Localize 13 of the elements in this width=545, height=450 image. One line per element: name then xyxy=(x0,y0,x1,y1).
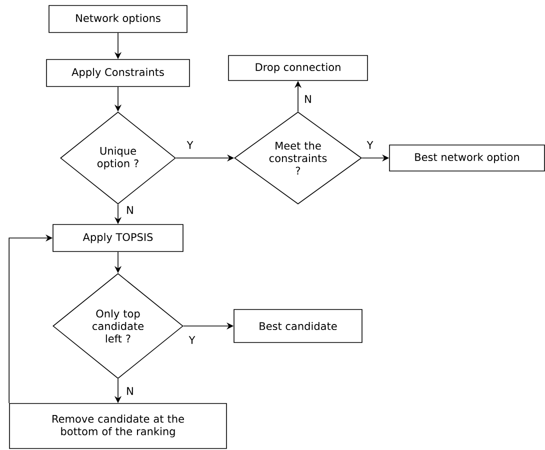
edge-label: N xyxy=(303,94,313,104)
process-box: Drop connection xyxy=(228,55,368,81)
edge-label: Y xyxy=(366,140,374,150)
process-box: Best candidate xyxy=(234,309,362,343)
edge-label: N xyxy=(125,205,135,215)
process-box: Remove candidate at the bottom of the ranking xyxy=(9,403,227,449)
process-box: Best network option xyxy=(389,144,545,172)
edge-label: Y xyxy=(186,140,194,150)
edge-label: Y xyxy=(188,335,196,345)
process-box: Apply Constraints xyxy=(46,59,190,87)
process-box: Apply TOPSIS xyxy=(52,224,184,252)
process-box: Network options xyxy=(48,5,188,33)
edge-label: N xyxy=(125,386,135,396)
